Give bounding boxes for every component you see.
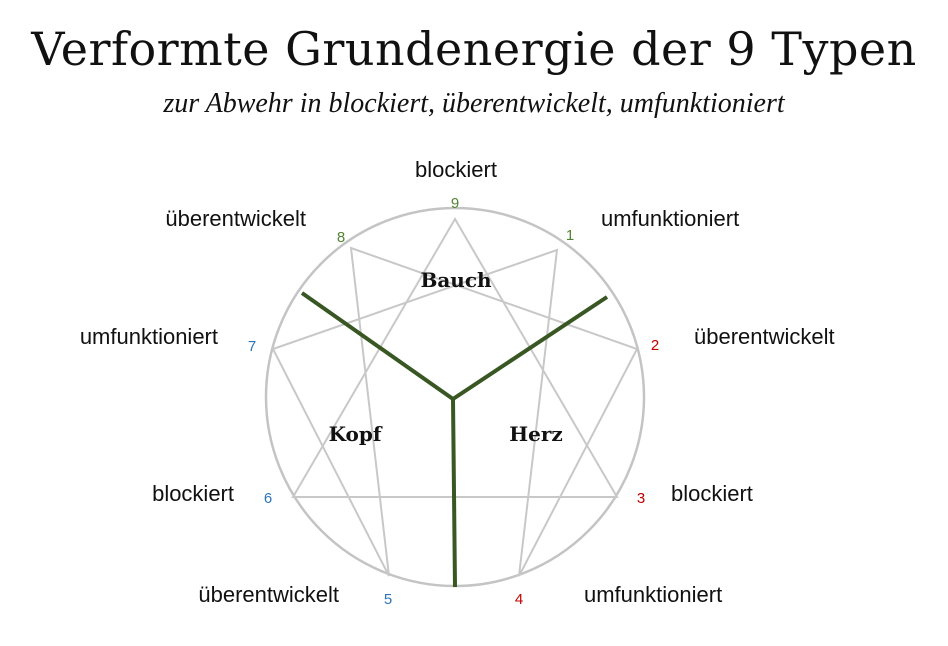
diagram-subtitle: zur Abwehr in blockiert, überentwickelt,…	[163, 88, 785, 119]
divider-heart-head	[451, 398, 457, 588]
divider-gut-heart	[451, 295, 609, 401]
point-number-4: 4	[515, 591, 523, 608]
center-label-gut: Bauch	[420, 268, 492, 292]
point-number-7: 7	[248, 338, 256, 355]
point-number-3: 3	[637, 490, 645, 507]
point-number-8: 8	[337, 229, 345, 246]
point-number-6: 6	[264, 490, 272, 507]
point-number-5: 5	[384, 591, 392, 608]
point-label-9: blockiert	[415, 157, 497, 182]
point-label-5: überentwickelt	[198, 582, 339, 607]
enneagram-hexad	[271, 246, 639, 577]
center-label-heart: Herz	[509, 422, 563, 446]
point-label-1: umfunktioniert	[601, 206, 739, 231]
point-label-8: überentwickelt	[165, 206, 306, 231]
point-number-1: 1	[566, 227, 574, 244]
point-label-6: blockiert	[152, 481, 234, 506]
point-label-3: blockiert	[671, 481, 753, 506]
point-label-7: umfunktioniert	[80, 324, 218, 349]
point-number-9: 9	[451, 195, 459, 212]
point-number-2: 2	[651, 337, 659, 354]
center-dividers	[300, 291, 609, 588]
center-label-head: Kopf	[329, 422, 383, 446]
point-label-2: überentwickelt	[694, 324, 835, 349]
divider-gut-head	[300, 291, 455, 401]
point-label-4: umfunktioniert	[584, 582, 722, 607]
diagram-title: Verformte Grundenergie der 9 Typen	[31, 22, 917, 76]
